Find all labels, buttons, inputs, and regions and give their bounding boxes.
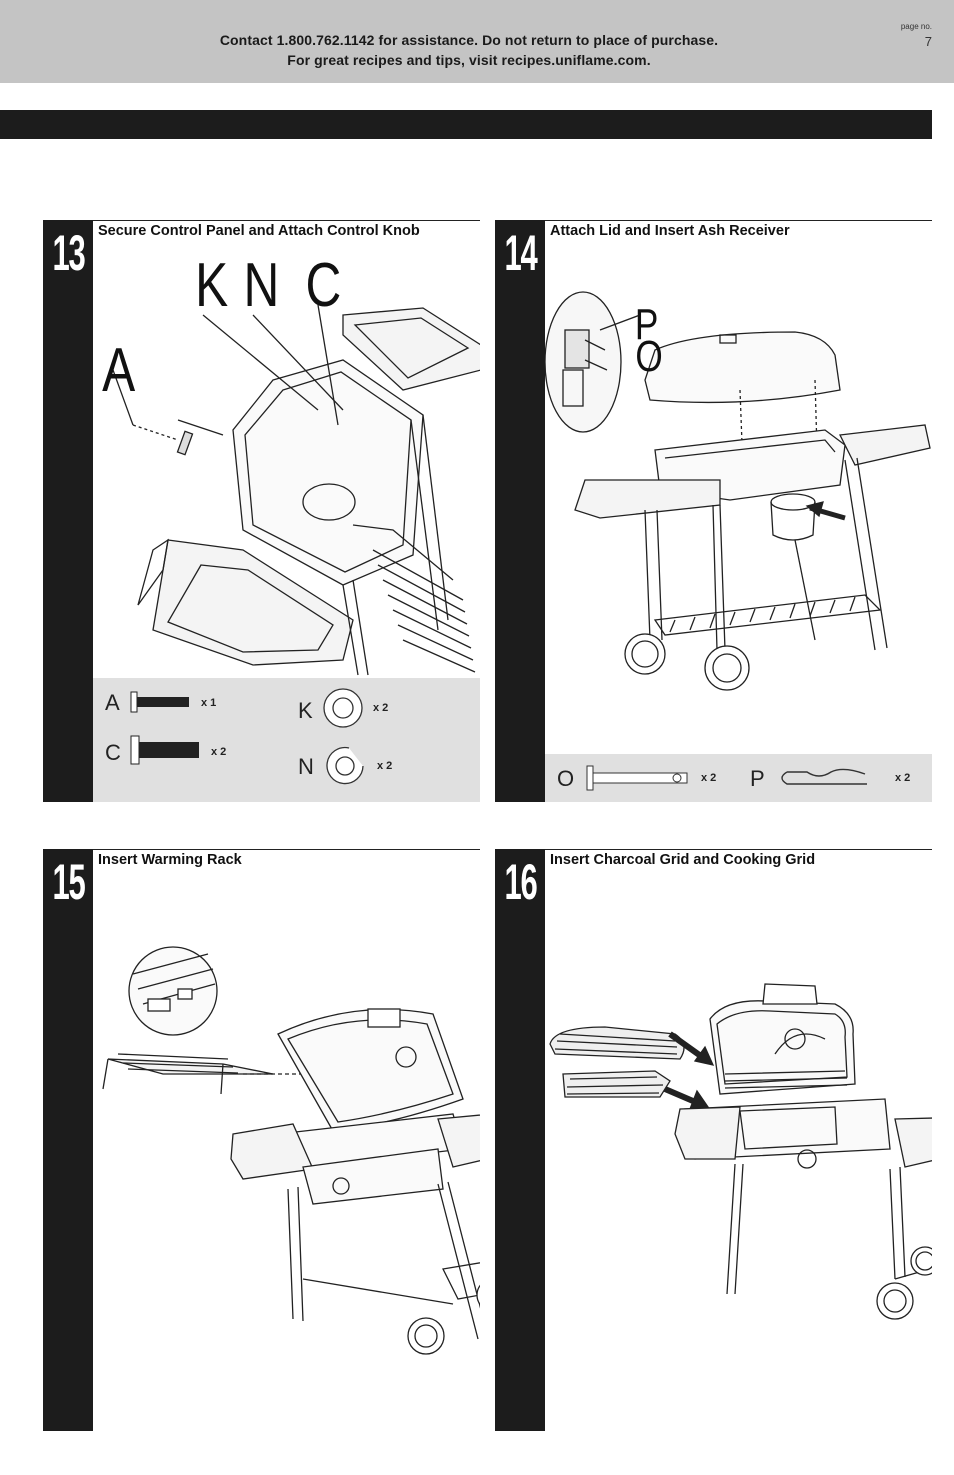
pin-o-icon — [586, 765, 688, 791]
callout-k: K — [195, 251, 229, 320]
part-label-p: P — [750, 766, 765, 791]
hitch-pin-p-icon — [781, 768, 867, 785]
step-number-column: 13 — [43, 220, 93, 802]
step-number-column: 16 — [495, 849, 545, 1431]
part-label-n: N — [298, 754, 314, 779]
warming-rack-illustration — [102, 946, 480, 1355]
hardware-parts-box: A x 1 C x 2 K x 2 N x 2 — [93, 678, 480, 802]
step-15: 15 Insert Warming Rack — [43, 849, 480, 1431]
step-16: 16 Insert Charcoal Grid and Cooking Grid — [495, 849, 932, 1431]
part-qty-a: x 1 — [201, 697, 217, 709]
step-number: 13 — [52, 225, 86, 281]
part-label-a: A — [105, 690, 120, 715]
part-label-k: K — [298, 698, 313, 723]
recipes-line: For great recipes and tips, visit recipe… — [287, 52, 651, 68]
step-title: Secure Control Panel and Attach Control … — [98, 223, 420, 239]
callout-o: O — [635, 332, 663, 381]
charcoal-cooking-grid-illustration — [549, 983, 932, 1320]
step-number: 16 — [504, 854, 538, 910]
washer-k-icon — [323, 688, 363, 728]
part-label-c: C — [105, 740, 121, 765]
step-14: 14 Attach Lid and Insert Ash Receiver — [495, 220, 932, 802]
page-number: 7 — [924, 34, 932, 49]
step-number-column: 14 — [495, 220, 545, 802]
part-qty-n: x 2 — [377, 760, 393, 772]
callout-n: N — [243, 251, 280, 320]
part-qty-k: x 2 — [373, 702, 389, 714]
hardware-parts-box: O x 2 P x 2 — [545, 754, 932, 802]
page-header: Contact 1.800.762.1142 for assistance. D… — [0, 0, 954, 83]
callout-a: A — [102, 336, 136, 405]
page-number-label: page no. — [900, 22, 932, 31]
lid-ash-receiver-illustration — [545, 291, 931, 691]
part-qty-p: x 2 — [895, 772, 911, 784]
step-title: Insert Charcoal Grid and Cooking Grid — [550, 852, 816, 868]
part-qty-o: x 2 — [701, 772, 717, 784]
callout-p: P — [634, 300, 659, 349]
step-title: Insert Warming Rack — [98, 852, 242, 868]
step-title: Attach Lid and Insert Ash Receiver — [550, 223, 790, 239]
part-qty-c: x 2 — [211, 746, 227, 758]
callout-c: C — [305, 251, 342, 320]
contact-line: Contact 1.800.762.1142 for assistance. D… — [219, 32, 719, 48]
bolt-a-icon — [130, 691, 189, 713]
bolt-c-icon — [130, 735, 199, 765]
step-number: 14 — [504, 225, 538, 281]
step-number-column: 15 — [43, 849, 93, 1431]
section-bar — [0, 110, 932, 139]
part-label-o: O — [557, 766, 575, 791]
step-13: 13 Secure Control Panel and Attach Contr… — [43, 220, 480, 802]
control-panel-illustration — [112, 304, 480, 676]
lock-washer-n-icon — [326, 746, 364, 785]
step-number: 15 — [52, 854, 86, 910]
